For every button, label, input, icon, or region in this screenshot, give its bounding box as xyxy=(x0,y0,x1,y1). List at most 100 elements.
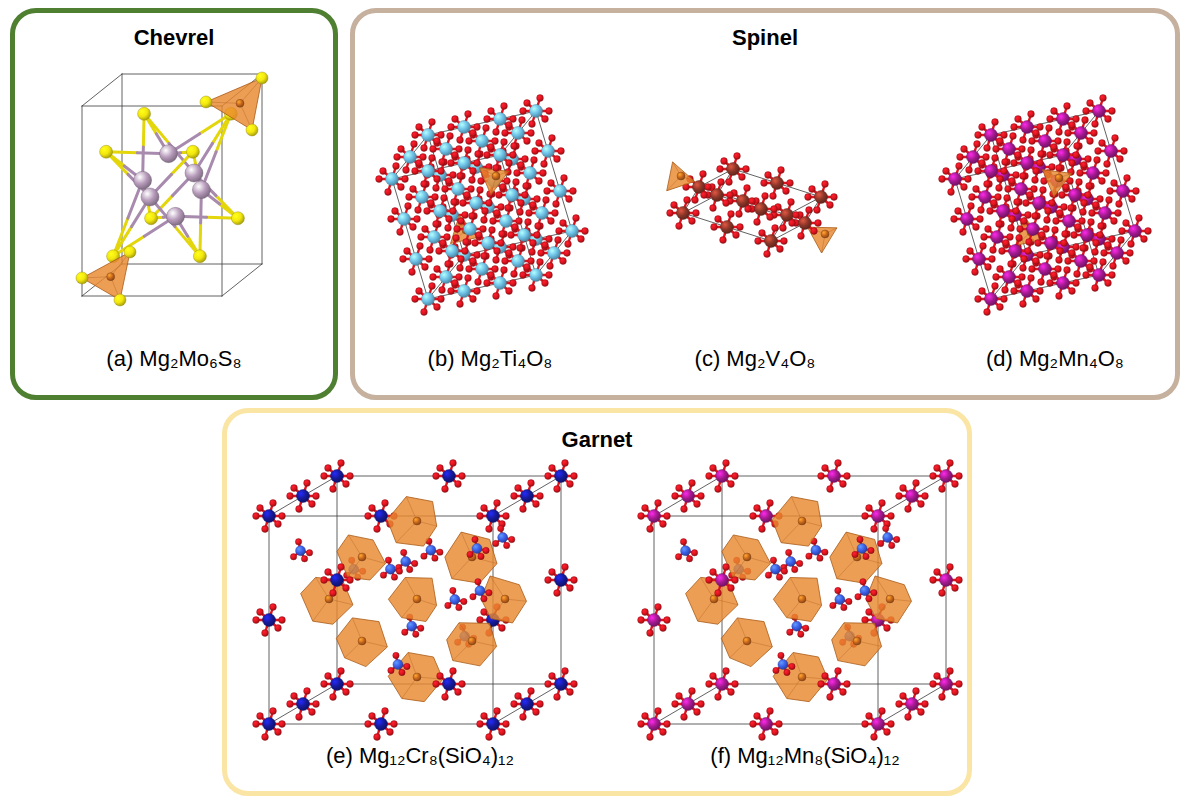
oxygen-atom xyxy=(421,145,428,152)
sulfur-atom xyxy=(114,294,126,306)
oxygen-atom xyxy=(789,220,796,227)
oxygen-atom xyxy=(540,170,547,177)
sulfur-atom xyxy=(246,124,258,136)
oxygen-atom xyxy=(965,176,972,183)
oxygen-atom xyxy=(1095,148,1102,155)
oxygen-atom xyxy=(977,216,984,223)
oxygen-atom xyxy=(1057,210,1064,217)
sulfur-atom xyxy=(100,145,113,158)
oxygen-atom xyxy=(510,152,517,159)
metal-atom xyxy=(542,145,555,158)
oxygen-atom xyxy=(472,240,479,247)
oxygen-atom xyxy=(418,234,425,241)
oxygen-atom xyxy=(1087,100,1094,107)
oxygen-atom xyxy=(451,199,458,206)
oxygen-atom xyxy=(434,138,441,145)
oxygen-atom xyxy=(513,179,520,186)
oxygen-atom xyxy=(1029,138,1036,145)
oxygen-atom xyxy=(1062,231,1069,238)
oxygen-atom xyxy=(405,203,412,210)
oxygen-atom xyxy=(1019,146,1026,153)
oxygen-atom xyxy=(1069,160,1076,167)
oxygen-atom xyxy=(979,124,986,131)
oxygen-atom xyxy=(506,122,513,129)
oxygen-atom xyxy=(470,296,477,303)
oxygen-atom xyxy=(462,212,469,219)
metal-atom xyxy=(1057,149,1070,162)
oxygen-atom xyxy=(412,168,419,175)
metal-atom xyxy=(1021,249,1034,262)
oxygen-atom xyxy=(475,279,482,286)
oxygen-atom xyxy=(1015,152,1022,159)
oxygen-atom xyxy=(543,197,550,204)
oxygen-atom xyxy=(582,228,589,235)
oxygen-atom xyxy=(520,272,527,279)
oxygen-atom xyxy=(524,100,531,107)
oxygen-atom xyxy=(1061,204,1068,211)
oxygen-atom xyxy=(456,274,463,281)
oxygen-atom xyxy=(1100,95,1107,102)
oxygen-atom xyxy=(771,206,778,213)
molybdenum-atom xyxy=(192,181,210,199)
oxygen-atom xyxy=(1033,258,1040,265)
oxygen-atom xyxy=(460,200,467,207)
oxygen-atom xyxy=(948,189,955,196)
oxygen-atom xyxy=(992,119,999,126)
metal-atom xyxy=(518,229,531,242)
oxygen-atom xyxy=(1098,223,1105,230)
oxygen-atom xyxy=(445,261,452,268)
oxygen-atom xyxy=(429,155,436,162)
oxygen-atom xyxy=(1128,241,1135,248)
metal-atom xyxy=(518,193,531,206)
oxygen-atom xyxy=(536,140,543,147)
oxygen-atom xyxy=(493,129,500,136)
unit-cell-edge xyxy=(717,195,805,223)
oxygen-atom xyxy=(805,194,812,201)
oxygen-atom xyxy=(490,218,497,225)
oxygen-atom xyxy=(1049,164,1056,171)
oxygen-atom xyxy=(723,200,730,207)
unit-cell-edge xyxy=(991,135,1027,255)
oxygen-atom xyxy=(700,171,707,178)
oxygen-atom xyxy=(1029,266,1036,273)
oxygen-atom xyxy=(761,180,768,187)
oxygen-atom xyxy=(546,236,553,243)
sulfur-atom xyxy=(124,246,136,258)
unit-cell-edge xyxy=(122,74,262,75)
oxygen-atom xyxy=(969,194,976,201)
oxygen-atom xyxy=(466,138,473,145)
oxygen-atom xyxy=(815,220,822,227)
oxygen-atom xyxy=(439,159,446,166)
magnesium-atom xyxy=(677,172,685,180)
oxygen-atom xyxy=(414,216,421,223)
oxygen-atom xyxy=(415,207,422,214)
magnesium-atom xyxy=(1055,174,1063,182)
oxygen-atom xyxy=(1093,202,1100,209)
oxygen-atom xyxy=(530,240,537,247)
oxygen-atom xyxy=(426,256,433,263)
oxygen-atom xyxy=(1091,258,1098,265)
oxygen-atom xyxy=(525,219,532,226)
oxygen-atom xyxy=(1051,108,1058,115)
oxygen-atom xyxy=(780,225,787,232)
oxygen-atom xyxy=(488,108,495,115)
oxygen-atom xyxy=(400,256,407,263)
mg-tetrahedron xyxy=(667,162,695,191)
oxygen-atom xyxy=(1033,168,1040,175)
metal-atom xyxy=(494,149,507,162)
oxygen-atom xyxy=(993,146,1000,153)
mg-tetrahedron xyxy=(1042,170,1071,197)
oxygen-atom xyxy=(450,172,457,179)
oxygen-atom xyxy=(558,148,565,155)
oxygen-atom xyxy=(1020,137,1027,144)
oxygen-atom xyxy=(470,130,477,137)
mg-tetrahedron xyxy=(82,252,130,300)
metal-atom xyxy=(1039,135,1052,148)
oxygen-atom xyxy=(438,168,445,175)
oxygen-atom xyxy=(737,224,744,231)
oxygen-atom xyxy=(452,116,459,123)
metal-atom xyxy=(799,217,812,230)
metal-atom xyxy=(440,271,453,284)
oxygen-atom xyxy=(560,220,567,227)
oxygen-atom xyxy=(469,213,476,220)
